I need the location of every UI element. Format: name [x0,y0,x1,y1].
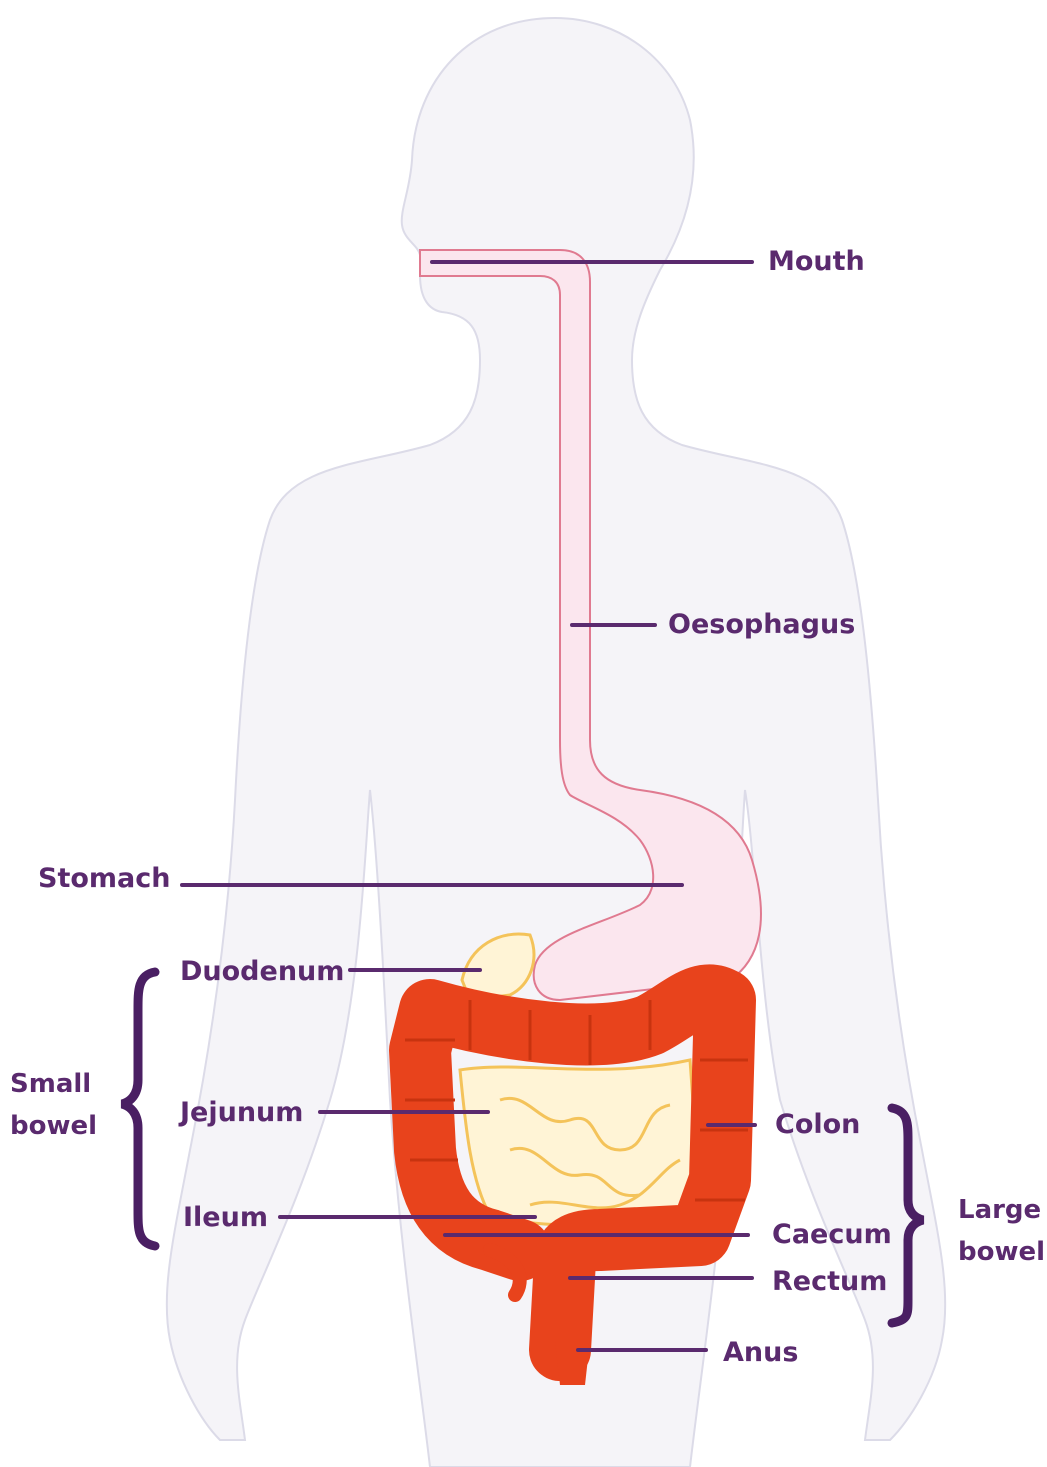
label-oesophagus: Oesophagus [668,609,855,640]
label-small-bowel-line2: bowel [10,1111,97,1141]
small-bowel-brace [122,972,155,1246]
label-caecum: Caecum [772,1219,892,1250]
label-small-bowel-line1: Small [10,1069,91,1099]
label-large-bowel-line1: Large [958,1195,1041,1225]
anus-end [555,1340,590,1385]
label-large-bowel-line2: bowel [958,1237,1045,1267]
label-jejunum: Jejunum [178,1097,303,1128]
label-colon: Colon [775,1109,860,1140]
label-duodenum: Duodenum [180,956,344,987]
label-stomach: Stomach [38,863,170,894]
label-mouth: Mouth [768,246,865,277]
label-rectum: Rectum [772,1266,887,1297]
label-ileum: Ileum [183,1202,268,1233]
label-anus: Anus [723,1337,798,1368]
